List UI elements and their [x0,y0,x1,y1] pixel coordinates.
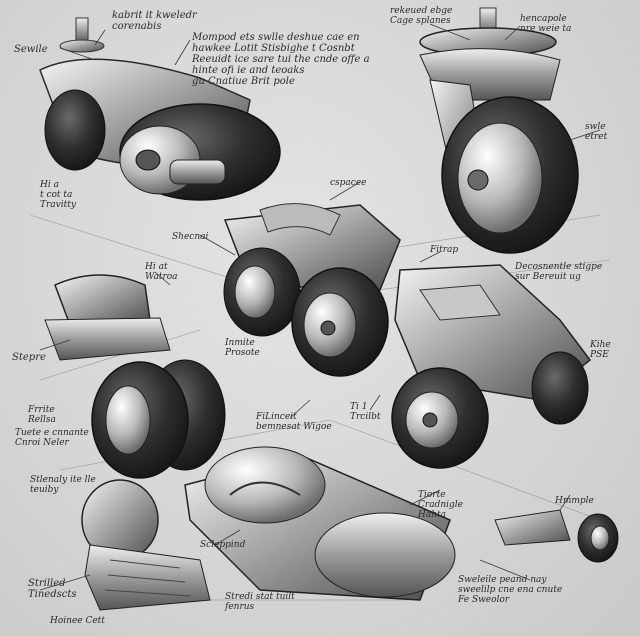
caster-right-low [391,264,592,469]
note-bottom-right: Sweleile peand nay sweelilp cne ena cnut… [458,575,563,605]
note-left-mid-b: Inmite Prosote [225,338,260,358]
note-right-lower: Tiorte Cradnigle Hahta [418,490,463,520]
note-top-right-b: hencapole nre weie ta [520,14,572,34]
caster-small-part [494,509,619,563]
note-right-mid-a: Decosnentle stigpe sur Bereuit ug [515,262,603,282]
caster-top-left [39,17,281,201]
note-left-wheel-a: Hi at Watroa [145,262,178,282]
caster-bottom-left [81,479,211,611]
note-right-far: Kihe PSE [590,340,611,360]
note-right-side: swle etret [585,122,608,142]
note-mid-label: cspacee [330,178,367,188]
caster-left-large [44,274,226,479]
note-top-left-side: Sewile [14,44,48,55]
note-bottom-center: Stredi stat tuilt fenrus [225,592,295,612]
note-left-bottom: Strilled Tinedscts [28,578,77,600]
note-center-mid-b: Ti 1 Trcilbt [350,402,381,422]
note-center-lower: Scleppind [200,540,246,550]
caster-bottom-center [184,446,456,601]
note-mid-right-label: Fitrap [430,245,459,255]
note-left-mid-small: Hi a t cot ta Travitty [40,180,76,210]
note-mid-left-label: Shecnai [172,232,209,242]
note-top-right-a: rekeued ebge Cage splanes [390,6,453,26]
caster-center-twin [223,203,401,377]
note-top-center-para: Mompod ets swlle deshue cae en hawkee Lo… [192,32,370,87]
note-right-small: Hmmple [555,496,594,506]
note-left-side-b: Frrite Rellsa [28,405,56,425]
caster-top-right [419,7,579,254]
note-left-lower: Tuete e cnnante Cnroi Neler [15,428,89,448]
note-top-left-title: kabrit it kweledr corenabis [112,10,197,32]
note-left-lower-b: Stlenaly ite lle teuiby [30,475,96,495]
note-bottom-left: Hoinee Cett [50,616,105,626]
note-left-side: Stepre [12,352,46,363]
note-center-mid: FiLinceit bemnesat Wigoe [256,412,332,432]
